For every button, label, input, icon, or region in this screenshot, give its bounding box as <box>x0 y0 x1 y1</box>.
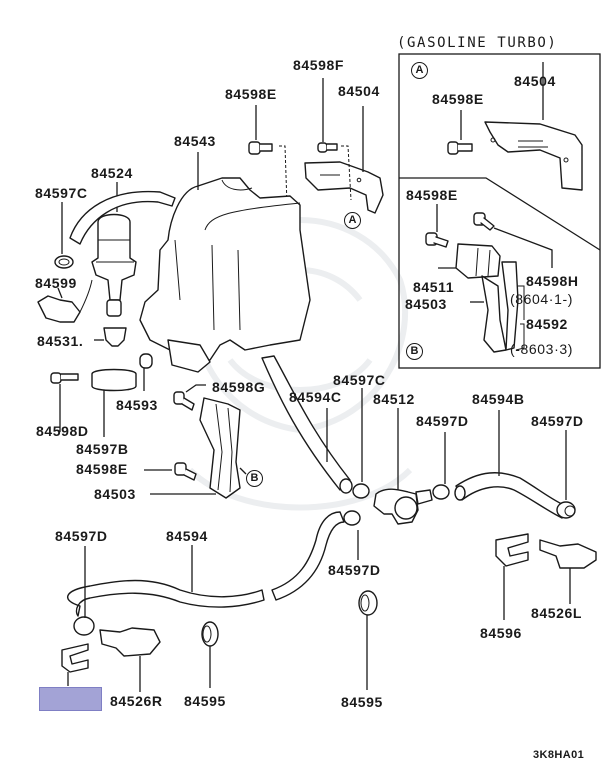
clip-84596[interactable] <box>495 533 529 620</box>
bolt-84598E-top[interactable] <box>248 105 288 206</box>
inset-label-84503: 84503 <box>405 296 447 312</box>
inset-clamp-84511[interactable] <box>438 243 501 279</box>
label-84543: 84543 <box>174 133 216 149</box>
inset-marker-a: A <box>411 62 428 79</box>
label-84593: 84593 <box>116 397 158 413</box>
bracket-84504[interactable] <box>304 106 384 214</box>
bolt-84598F[interactable] <box>317 78 352 201</box>
label-84598E-top: 84598E <box>225 86 277 102</box>
nozzle-84526R[interactable] <box>99 627 161 692</box>
label-84596: 84596 <box>480 625 522 641</box>
inset-label-84592-date: (-8603·3) <box>510 341 573 357</box>
clamp-84597D-left[interactable] <box>73 546 95 636</box>
label-84599: 84599 <box>35 275 77 291</box>
inset-frame <box>398 53 601 369</box>
label-84595-left: 84595 <box>184 693 226 709</box>
label-84594: 84594 <box>166 528 208 544</box>
label-84598F: 84598F <box>293 57 345 73</box>
inset-bolt-84598E-b[interactable] <box>425 204 449 248</box>
inset-label-84511: 84511 <box>413 279 455 295</box>
label-84595-mid: 84595 <box>341 694 383 710</box>
label-84531: 84531. <box>37 333 84 349</box>
bolt-84598D[interactable] <box>50 372 79 432</box>
label-84526L: 84526L <box>531 605 583 621</box>
hose-84594[interactable] <box>67 511 345 617</box>
clamp-84597D-mid[interactable] <box>432 432 450 500</box>
label-84598E-lower: 84598E <box>76 461 128 477</box>
inset-label-84598H: 84598H <box>526 273 579 289</box>
highlighted-label-box[interactable] <box>39 687 102 711</box>
inset-label-84598E-a: 84598E <box>432 91 484 107</box>
callout-marker-b: B <box>246 470 263 487</box>
valve-84512[interactable] <box>373 408 433 525</box>
filter-84531[interactable] <box>94 327 127 347</box>
clamp-84597C-valve[interactable] <box>352 388 370 499</box>
bracket-84503[interactable] <box>150 397 247 499</box>
label-84594B: 84594B <box>472 391 525 407</box>
inset-bolt-84598E-a[interactable] <box>447 110 473 155</box>
bolt-84598G[interactable] <box>173 384 206 411</box>
inset-bracket-84503-84592[interactable] <box>470 261 525 353</box>
label-84504: 84504 <box>338 83 380 99</box>
inset-label-84504: 84504 <box>514 73 556 89</box>
label-84597C-pump: 84597C <box>35 185 88 201</box>
nut-84593[interactable] <box>139 353 153 391</box>
inset-label-84592: 84592 <box>526 316 568 332</box>
label-84597D-right: 84597D <box>531 413 584 429</box>
label-84524: 84524 <box>91 165 133 181</box>
clamp-84597D-right[interactable] <box>556 430 576 519</box>
inset-bracket-84504[interactable] <box>484 62 583 191</box>
bolt-84598E-lower[interactable] <box>144 462 197 481</box>
inset-marker-b: B <box>406 343 423 360</box>
label-84598D: 84598D <box>36 423 89 439</box>
clamp-84597D-lower[interactable] <box>343 510 361 560</box>
grommet-84595-mid[interactable] <box>358 590 378 690</box>
label-84597C-valve: 84597C <box>333 372 386 388</box>
label-84526R: 84526R <box>110 693 163 709</box>
label-84503: 84503 <box>94 486 136 502</box>
pump-hose <box>69 190 176 245</box>
inset-label-84598H-date: (8604·1-) <box>510 291 573 307</box>
band-84597B[interactable] <box>91 368 137 438</box>
figure-code: 3K8HA01 <box>533 749 585 761</box>
clamp-84597C-pump[interactable] <box>54 202 74 269</box>
inset-bolt-84598H[interactable] <box>473 212 553 268</box>
grommet-84599[interactable] <box>37 279 93 323</box>
label-84597D-mid: 84597D <box>416 413 469 429</box>
callout-marker-a: A <box>344 212 361 229</box>
washer-tank-84543[interactable] <box>139 152 311 373</box>
label-84512: 84512 <box>373 391 415 407</box>
nozzle-84526L[interactable] <box>539 539 597 604</box>
inset-label-84598E-b: 84598E <box>406 187 458 203</box>
label-84597D-lower: 84597D <box>328 562 381 578</box>
grommet-84595-left[interactable] <box>201 621 219 688</box>
label-84597B: 84597B <box>76 441 129 457</box>
label-84598G: 84598G <box>212 379 266 395</box>
inset-heading: (GASOLINE TURBO) <box>397 35 558 51</box>
label-84594C: 84594C <box>289 389 342 405</box>
clip-left[interactable] <box>61 643 89 686</box>
label-84597D-left: 84597D <box>55 528 108 544</box>
hose-84594C[interactable] <box>261 355 353 494</box>
